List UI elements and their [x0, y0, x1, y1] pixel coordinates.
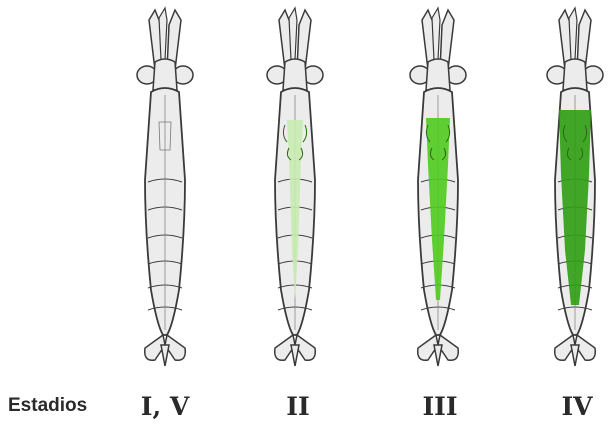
shrimp-stage-1-illustration [115, 0, 215, 370]
shrimp-stage-3-illustration [388, 0, 488, 370]
stage-label-1: I, V [115, 392, 215, 421]
stage-label-3: III [390, 392, 490, 421]
shrimp-stage-4-illustration [525, 0, 611, 370]
stage-label-2: II [248, 392, 348, 421]
stage-label-4: IV [527, 392, 611, 421]
row-label-estadios: Estadios [8, 395, 87, 417]
shrimp-stage-2-illustration [245, 0, 345, 370]
